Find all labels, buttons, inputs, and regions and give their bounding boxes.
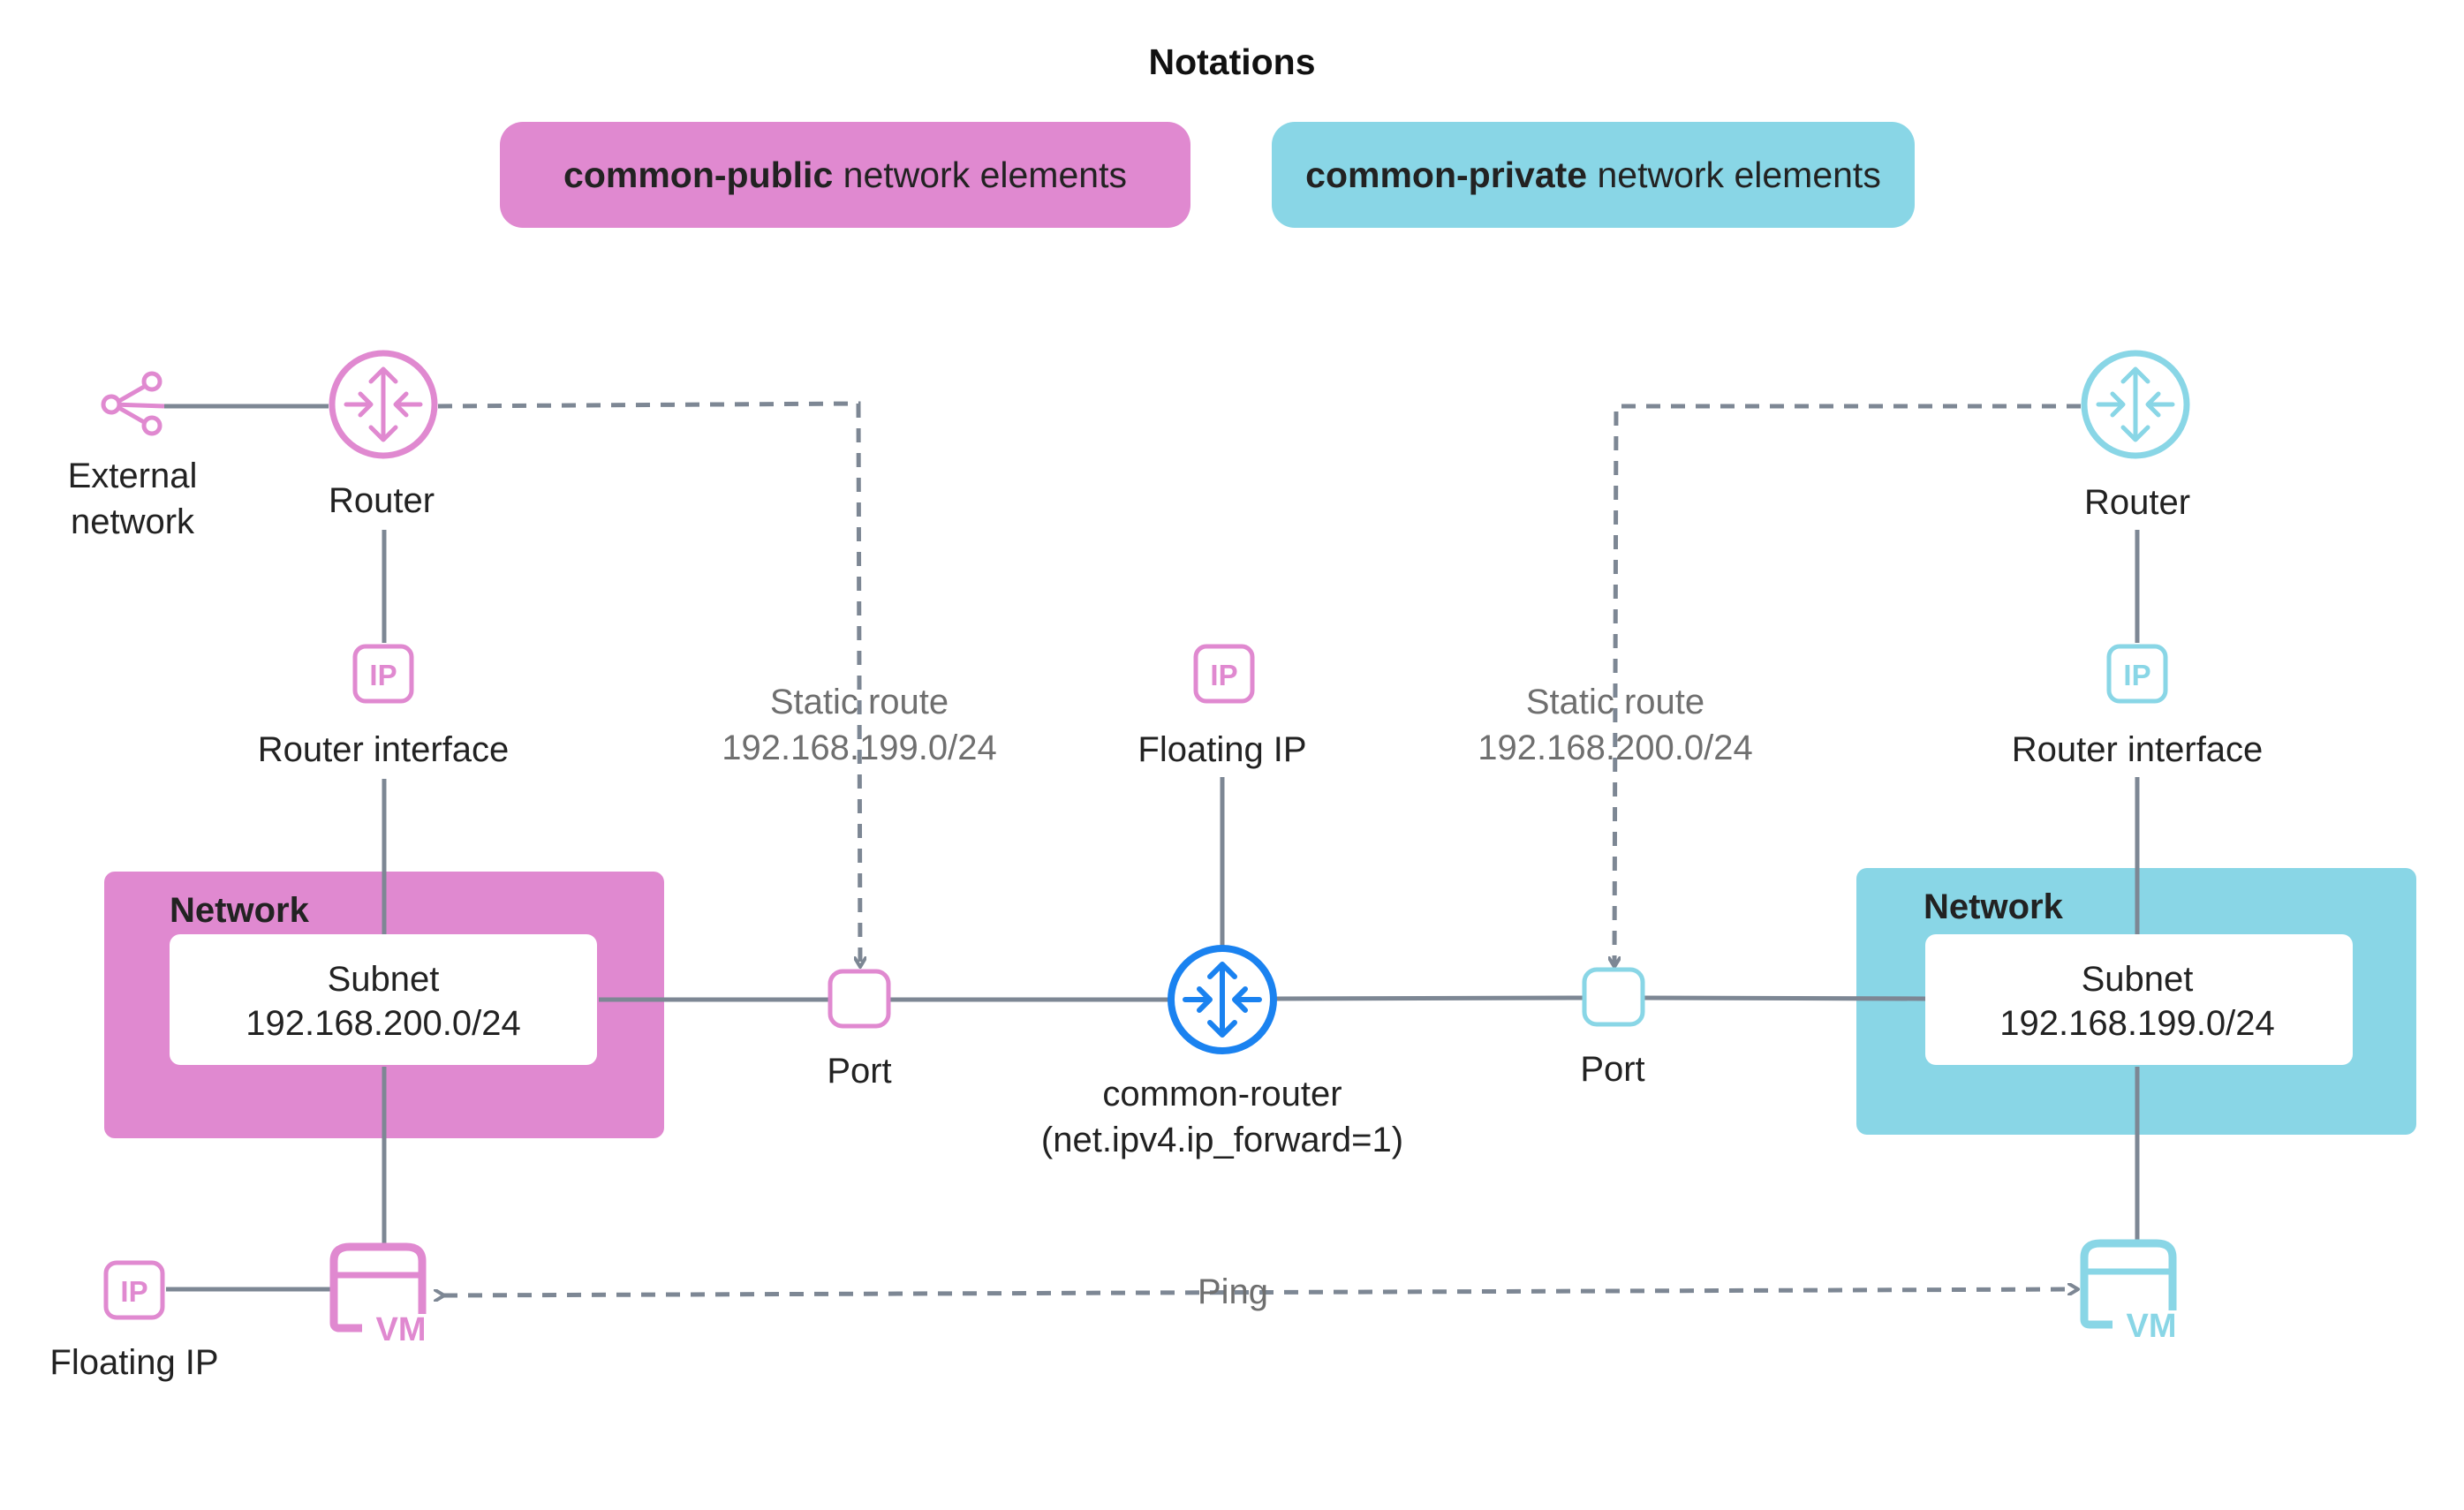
svg-text:common-public network elements: common-public network elements [563, 155, 1127, 195]
left-floating-ip-label: Floating IP [49, 1343, 218, 1382]
center-floating-ip-label: Floating IP [1138, 730, 1306, 769]
right-network-title: Network [1924, 887, 2064, 926]
legend-private-rest: network elements [1587, 155, 1881, 195]
common-router-setting: (net.ipv4.ip_forward=1) [1041, 1121, 1403, 1159]
left-static-route-cidr: 192.168.199.0/24 [722, 729, 996, 767]
legend-private: common-private network elements [1272, 122, 1915, 228]
right-port-icon [1582, 967, 1645, 1027]
right-router-interface-ip-icon: IP [2106, 644, 2168, 704]
left-router-label: Router [329, 481, 435, 520]
right-static-route-label: Static route [1526, 683, 1704, 721]
left-static-route-label: Static route [770, 683, 949, 721]
right-static-route-cidr: 192.168.200.0/24 [1478, 729, 1752, 767]
left-network-title: Network [170, 891, 310, 930]
right-subnet-box [1925, 934, 2353, 1065]
center-floating-ip-icon: IP [1193, 644, 1255, 704]
diagram-title: Notations [1148, 42, 1315, 82]
right-router-interface-label: Router interface [2012, 730, 2264, 769]
legend-public-rest: network elements [833, 155, 1127, 195]
legend-public-bold: common-public [563, 155, 833, 195]
left-subnet-label: Subnet [328, 960, 440, 999]
right-router-icon [2081, 350, 2190, 459]
svg-text:common-private network element: common-private network elements [1305, 155, 1881, 195]
left-port-icon [828, 969, 891, 1029]
right-subnet-label: Subnet [2082, 960, 2194, 999]
left-vm-icon: VM [329, 1242, 427, 1348]
svg-text:VM: VM [2127, 1308, 2177, 1345]
left-subnet-cidr: 192.168.200.0/24 [246, 1004, 520, 1043]
svg-text:VM: VM [376, 1311, 427, 1348]
svg-text:IP: IP [1210, 659, 1237, 691]
common-router-icon [1168, 945, 1277, 1054]
svg-text:IP: IP [2123, 659, 2150, 691]
ping-label: Ping [1198, 1272, 1268, 1311]
connector-lines [164, 404, 2140, 1292]
right-router-label: Router [2084, 483, 2190, 522]
left-port-label: Port [827, 1052, 891, 1091]
legend-public: common-public network elements [500, 122, 1190, 228]
left-router-icon [329, 350, 438, 459]
legend-private-bold: common-private [1305, 155, 1587, 195]
right-port-label: Port [1580, 1050, 1644, 1089]
svg-text:IP: IP [369, 659, 397, 691]
left-subnet-box [170, 934, 597, 1065]
right-vm-icon: VM [2080, 1239, 2177, 1345]
external-network-label-line2: network [71, 502, 195, 541]
common-router-label: common-router [1102, 1075, 1342, 1114]
dashed-routes [438, 401, 2081, 1295]
svg-text:IP: IP [120, 1275, 147, 1308]
left-router-interface-label: Router interface [258, 730, 510, 769]
left-vm-floating-ip-icon: IP [103, 1260, 165, 1320]
external-network-icon [101, 371, 165, 436]
left-router-interface-ip-icon: IP [352, 644, 414, 704]
external-network-label-line1: External [68, 457, 198, 495]
right-subnet-cidr: 192.168.199.0/24 [1999, 1004, 2274, 1043]
